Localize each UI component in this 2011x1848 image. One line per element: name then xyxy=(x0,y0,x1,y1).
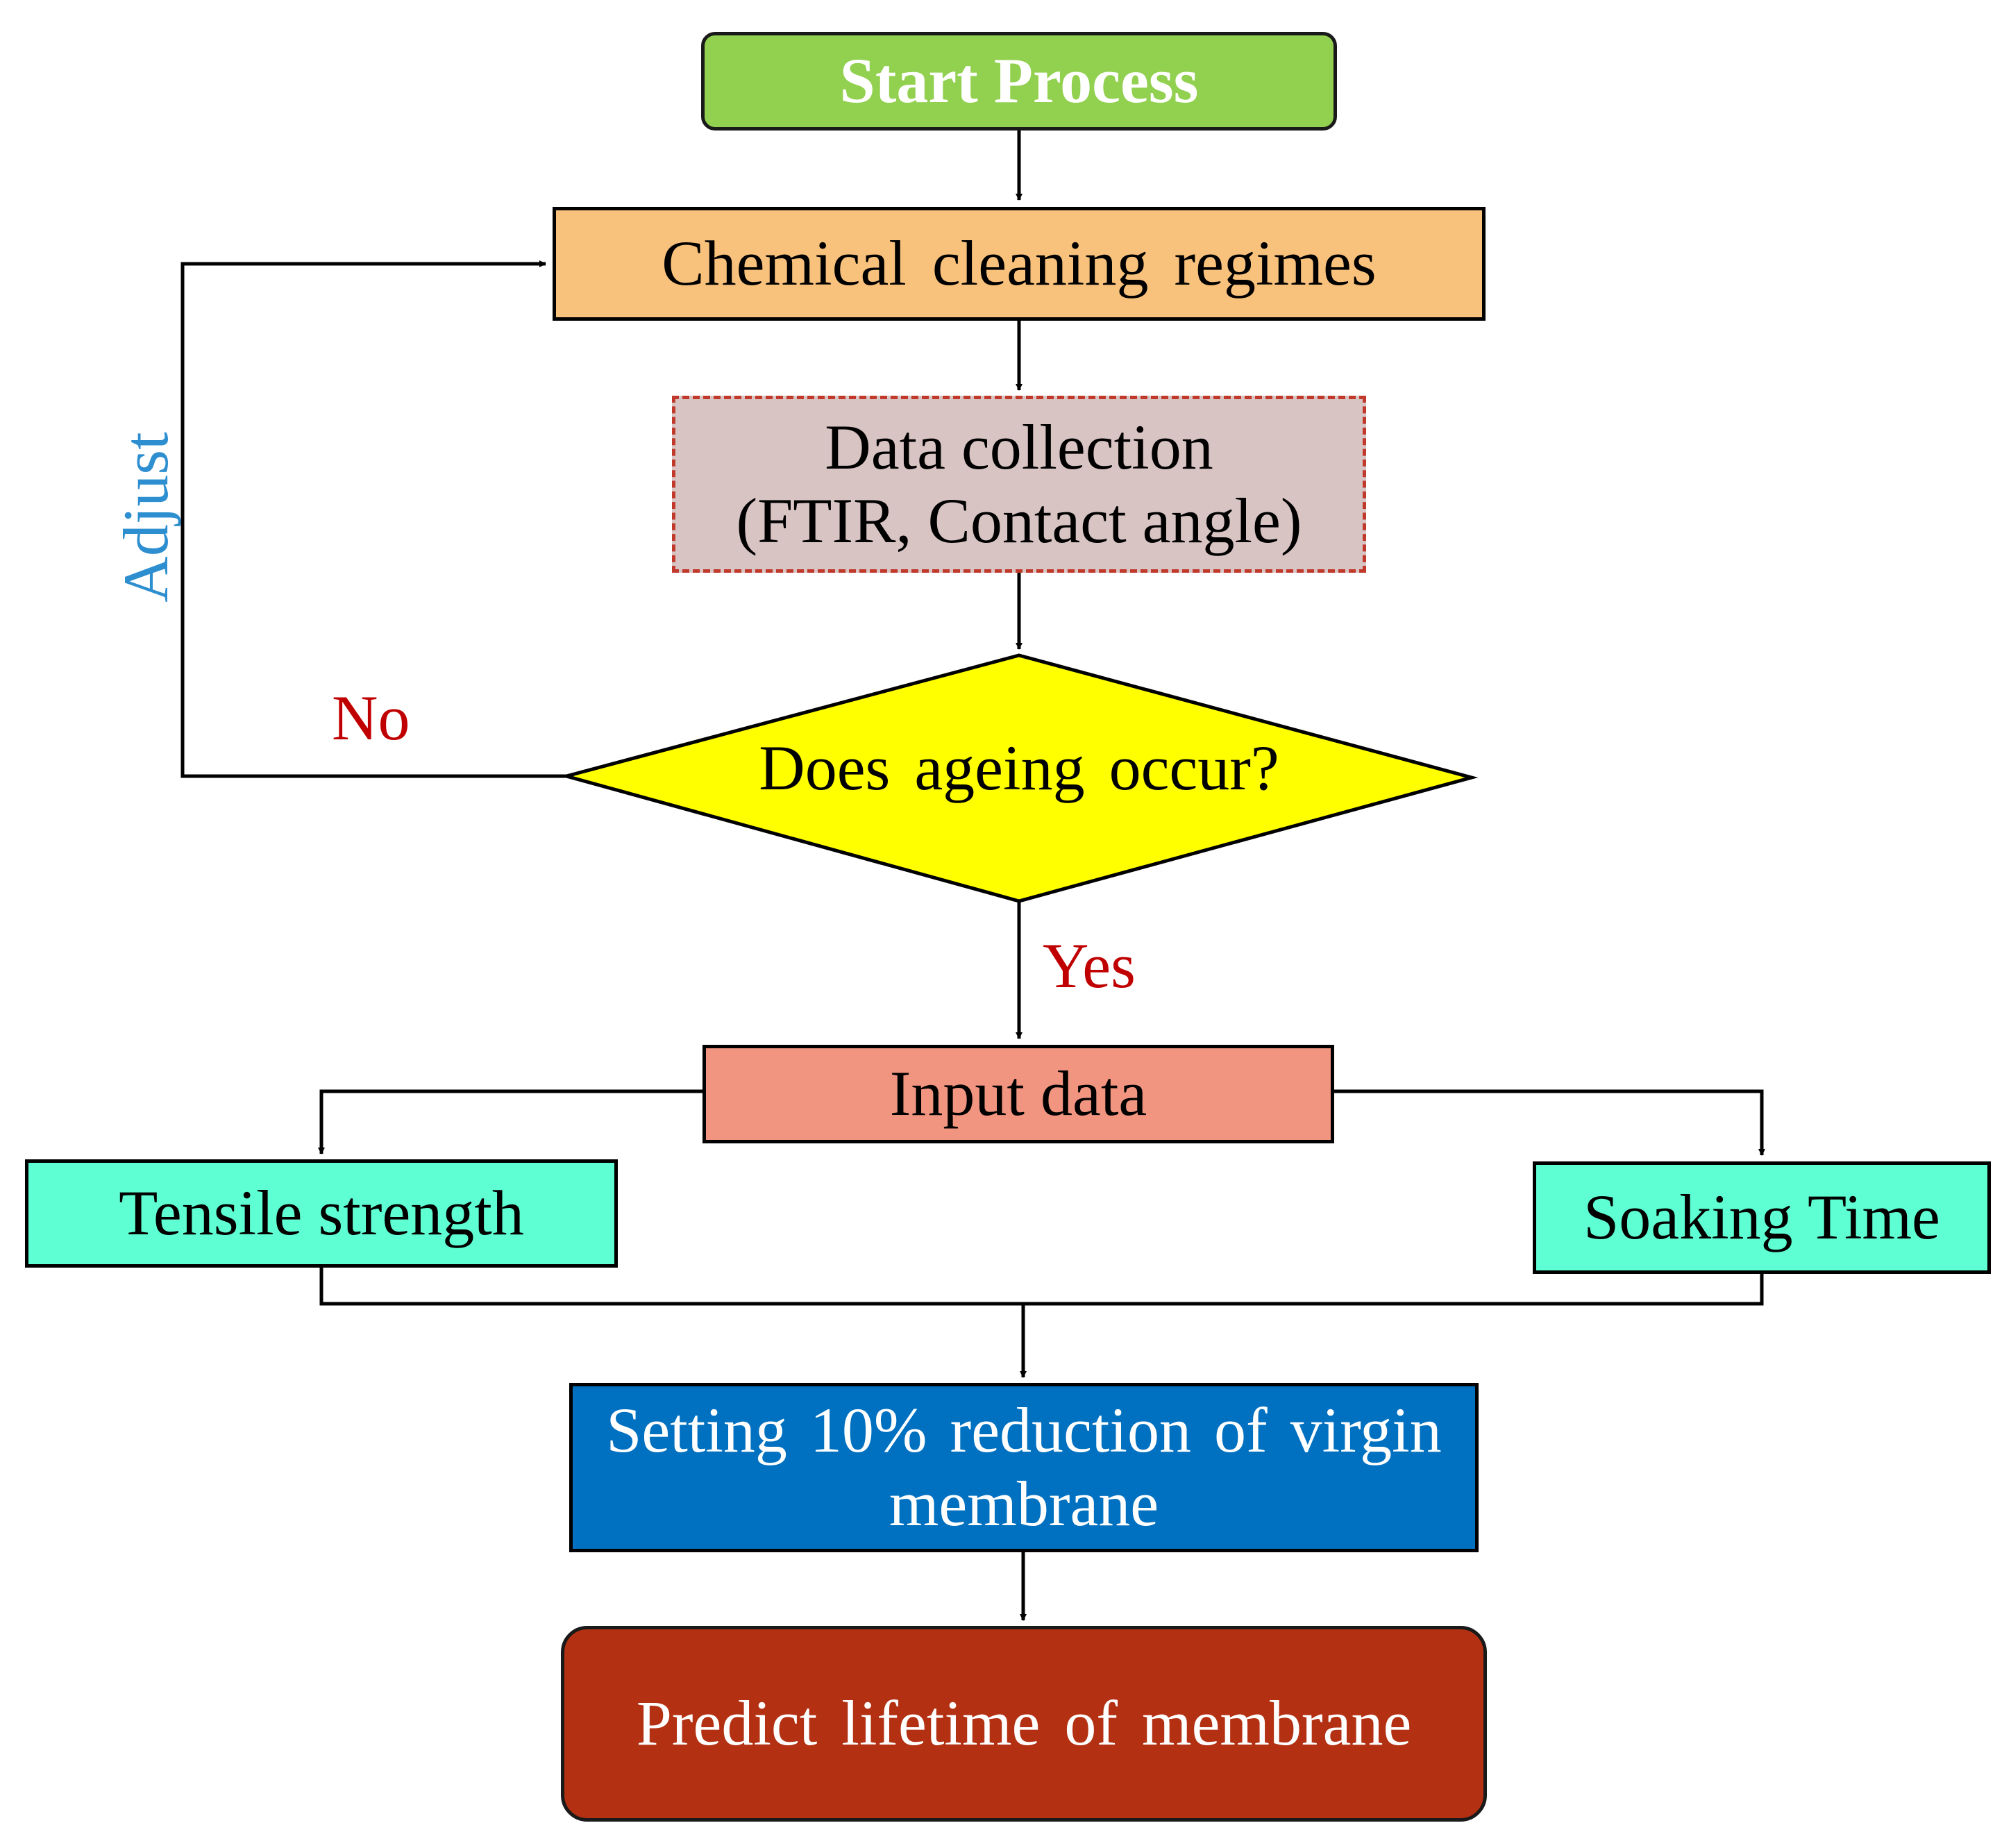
tensile-strength-node: Tensile strength xyxy=(25,1159,618,1268)
tensile-strength-label: Tensile strength xyxy=(119,1177,524,1249)
edge-label-adjust: Adjust xyxy=(110,432,181,603)
setting-reduction-node: Setting 10% reduction of virgin membrane xyxy=(569,1383,1479,1552)
chemical-cleaning-label: Chemical cleaning regimes xyxy=(662,228,1377,299)
arrow-no-loop-to-cleaning xyxy=(180,260,566,778)
setting-reduction-label-line1: Setting 10% reduction of virgin xyxy=(606,1395,1442,1466)
line-merge-inputs xyxy=(319,1268,1764,1306)
input-data-label: Input data xyxy=(889,1058,1147,1129)
decision-label: Does ageing occur? xyxy=(759,732,1279,803)
arrow-input-to-soaking xyxy=(1334,1089,1765,1156)
decision-diamond xyxy=(559,653,1479,903)
soaking-time-node: Soaking Time xyxy=(1533,1161,1991,1274)
data-collection-label-line2: (FTIR, Contact angle) xyxy=(736,485,1302,556)
chemical-cleaning-node: Chemical cleaning regimes xyxy=(553,207,1486,321)
soaking-time-label: Soaking Time xyxy=(1583,1182,1940,1253)
arrow-input-to-tensile xyxy=(318,1089,702,1154)
data-collection-node: Data collection (FTIR, Contact angle) xyxy=(672,396,1366,573)
data-collection-label-line1: Data collection xyxy=(825,411,1213,482)
start-process-label: Start Process xyxy=(839,45,1199,117)
predict-lifetime-label: Predict lifetime of membrane xyxy=(636,1688,1412,1759)
input-data-node: Input data xyxy=(702,1045,1334,1143)
edge-label-no: No xyxy=(332,682,410,753)
predict-lifetime-node: Predict lifetime of membrane xyxy=(561,1626,1487,1822)
setting-reduction-label-line2: membrane xyxy=(889,1468,1159,1539)
edge-label-yes: Yes xyxy=(1043,930,1136,1001)
start-process-node: Start Process xyxy=(701,32,1337,131)
